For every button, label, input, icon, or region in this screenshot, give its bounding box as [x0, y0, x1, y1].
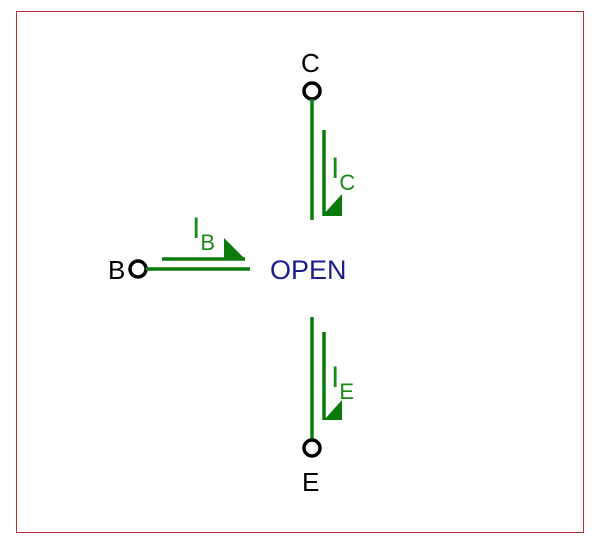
base-current-subscript: B: [200, 230, 215, 255]
emitter-current-subscript: E: [339, 379, 354, 404]
base-terminal-label: B: [108, 255, 125, 285]
emitter-current-symbol: I: [331, 361, 339, 394]
collector-current-symbol: I: [331, 152, 339, 185]
base-current-symbol: I: [192, 212, 200, 245]
collector-current-arrowhead-fill: [324, 196, 342, 216]
collector-current-arrowhead: [322, 194, 342, 216]
collector-current-label: IC: [331, 152, 355, 195]
base-current-label: IB: [192, 212, 215, 255]
emitter-terminal-node: [302, 438, 322, 458]
collector-current-subscript: C: [339, 170, 355, 195]
base-terminal-node: [128, 259, 148, 279]
collector-terminal-label: C: [301, 48, 320, 78]
emitter-current-label: IE: [331, 361, 354, 404]
base-current-arrowhead: [224, 238, 245, 259]
emitter-current-arrowhead: [324, 400, 342, 420]
diagram-frame: [16, 11, 584, 533]
emitter-terminal-label: E: [302, 467, 319, 497]
collector-terminal-node: [302, 81, 322, 101]
device-state-label: OPEN: [270, 255, 347, 285]
